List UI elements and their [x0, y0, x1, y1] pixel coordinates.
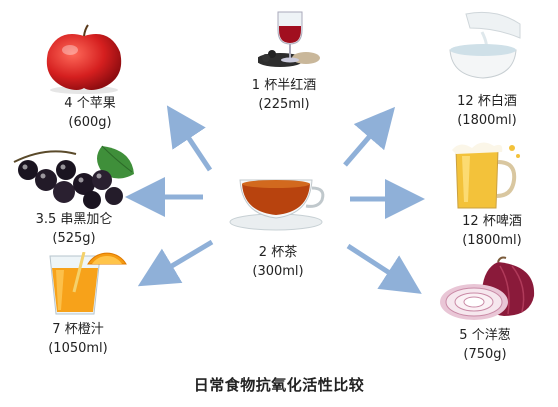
red-wine-label: 1 杯半红酒 (225ml) — [232, 76, 336, 114]
red-wine-amount: (225ml) — [258, 97, 310, 112]
arrow-to-onion — [346, 243, 422, 294]
arrow-to-apple — [166, 105, 213, 172]
white-liquor-label: 12 杯白酒 (1800ml) — [442, 92, 532, 130]
orange-juice-label: 7 杯橙汁 (1050ml) — [30, 320, 126, 358]
beer-amount: (1800ml) — [462, 233, 522, 248]
beer-label: 12 杯啤酒 (1800ml) — [444, 212, 540, 250]
apple-icon — [38, 22, 130, 98]
onion-icon — [438, 256, 538, 326]
onion-amount: (750g) — [463, 347, 507, 362]
beer-name: 12 杯啤酒 — [462, 214, 522, 229]
blackcurrant-icon — [6, 140, 138, 216]
tea-cup-icon — [226, 168, 330, 236]
beer-mug-icon — [442, 140, 528, 216]
orange-juice-amount: (1050ml) — [48, 341, 108, 356]
blackcurrant-amount: (525g) — [52, 231, 96, 246]
center-amount: (300ml) — [252, 264, 304, 279]
red-wine-name: 1 杯半红酒 — [251, 78, 317, 93]
white-liquor-amount: (1800ml) — [457, 113, 517, 128]
white-liquor-icon — [436, 10, 526, 86]
onion-name: 5 个洋葱 — [459, 328, 511, 343]
onion-label: 5 个洋葱 (750g) — [440, 326, 530, 364]
apple-label: 4 个苹果 (600g) — [40, 94, 140, 132]
diagram-title: 日常食物抗氧化活性比较 — [193, 376, 365, 394]
center-label: 2 杯茶 (300ml) — [236, 243, 320, 281]
arrow-to-orange-juice — [137, 239, 214, 287]
arrow-to-white-liquor — [343, 106, 396, 167]
apple-name: 4 个苹果 — [64, 96, 116, 111]
red-wine-icon — [256, 8, 326, 76]
apple-amount: (600g) — [68, 115, 112, 130]
orange-juice-name: 7 杯橙汁 — [52, 322, 104, 337]
blackcurrant-label: 3.5 串黑加仑 (525g) — [20, 210, 128, 248]
blackcurrant-name: 3.5 串黑加仑 — [35, 212, 113, 227]
orange-juice-icon — [44, 251, 128, 324]
center-name: 2 杯茶 — [258, 245, 298, 260]
white-liquor-name: 12 杯白酒 — [457, 94, 517, 109]
